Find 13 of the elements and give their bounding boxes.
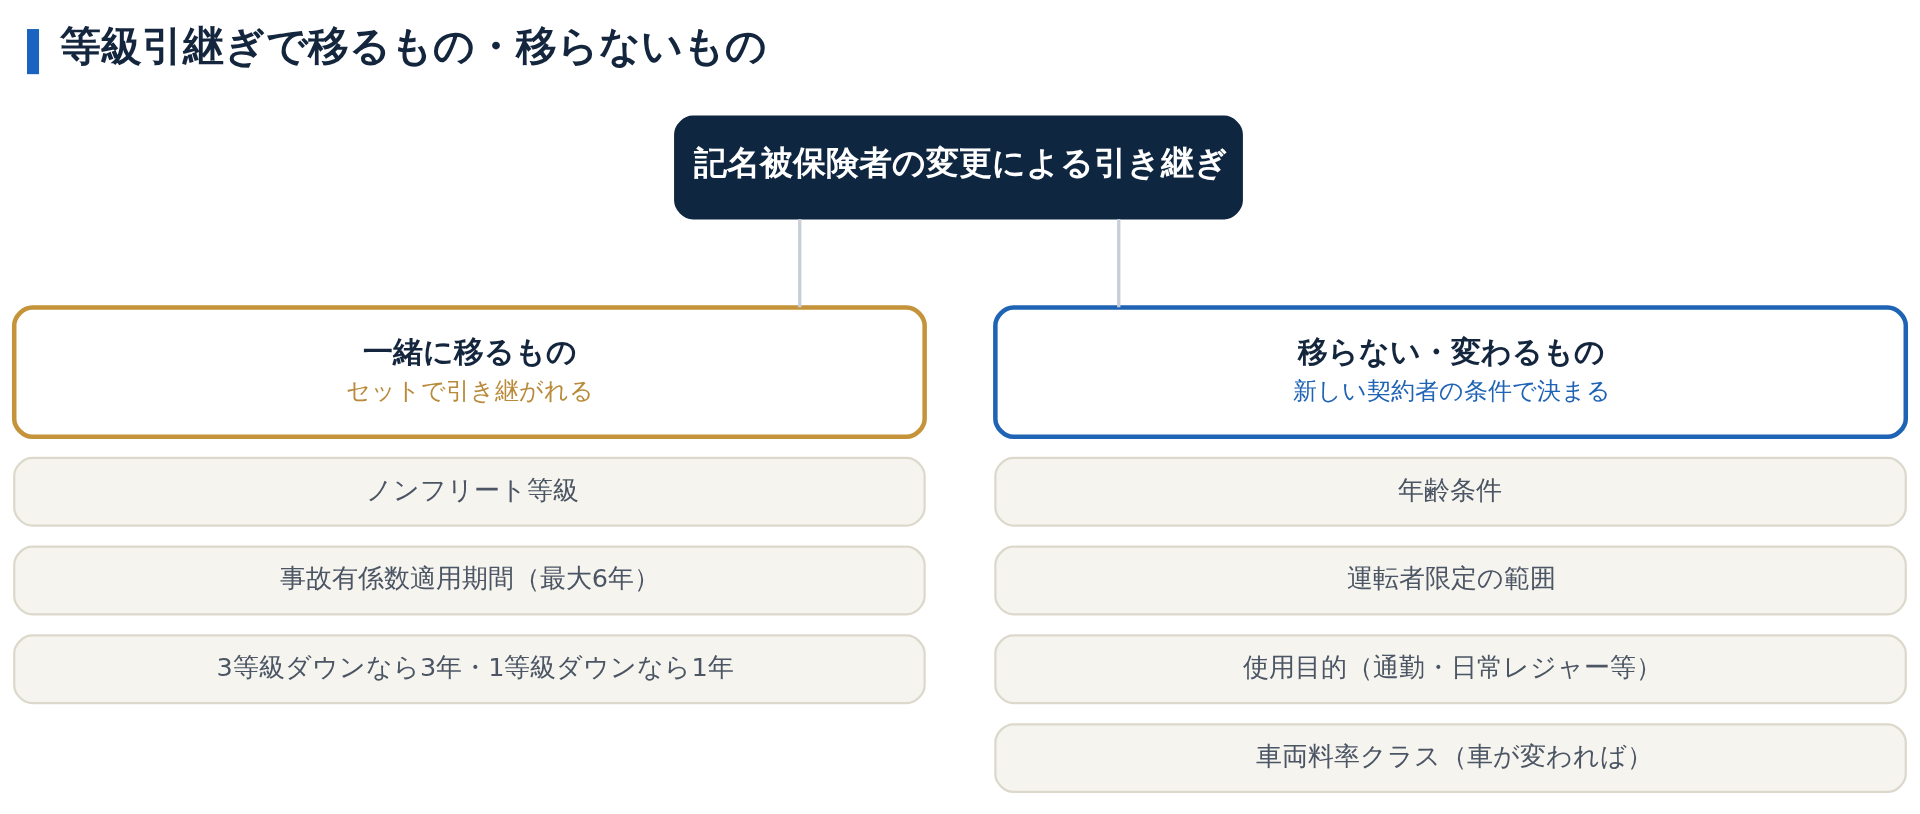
node-box: 3等級ダウンなら3年・1等級ダウンなら1年 [13, 633, 926, 704]
node-box: 一緒に移るもの セットで引き継がれる [11, 304, 927, 439]
node-box: 車両料率クラス（車が変われば） [994, 722, 1907, 793]
connector [798, 218, 802, 307]
node-box: 使用目的（通勤・日常レジャー等） [994, 633, 1907, 704]
node-box: 移らない・変わるもの 新しい契約者の条件で決まる [993, 304, 1909, 439]
connector [1117, 218, 1121, 307]
node-box: 記名被保険者の変更による引き継ぎ [674, 115, 1243, 219]
node-box: 年齢条件 [994, 456, 1907, 527]
node-box: 事故有係数適用期間（最大6年） [13, 545, 926, 616]
diagram-title: 等級引継ぎで移るもの・移らないもの [60, 21, 768, 70]
node-box: 運転者限定の範囲 [994, 545, 1907, 616]
node-box: ノンフリート等級 [13, 456, 926, 527]
